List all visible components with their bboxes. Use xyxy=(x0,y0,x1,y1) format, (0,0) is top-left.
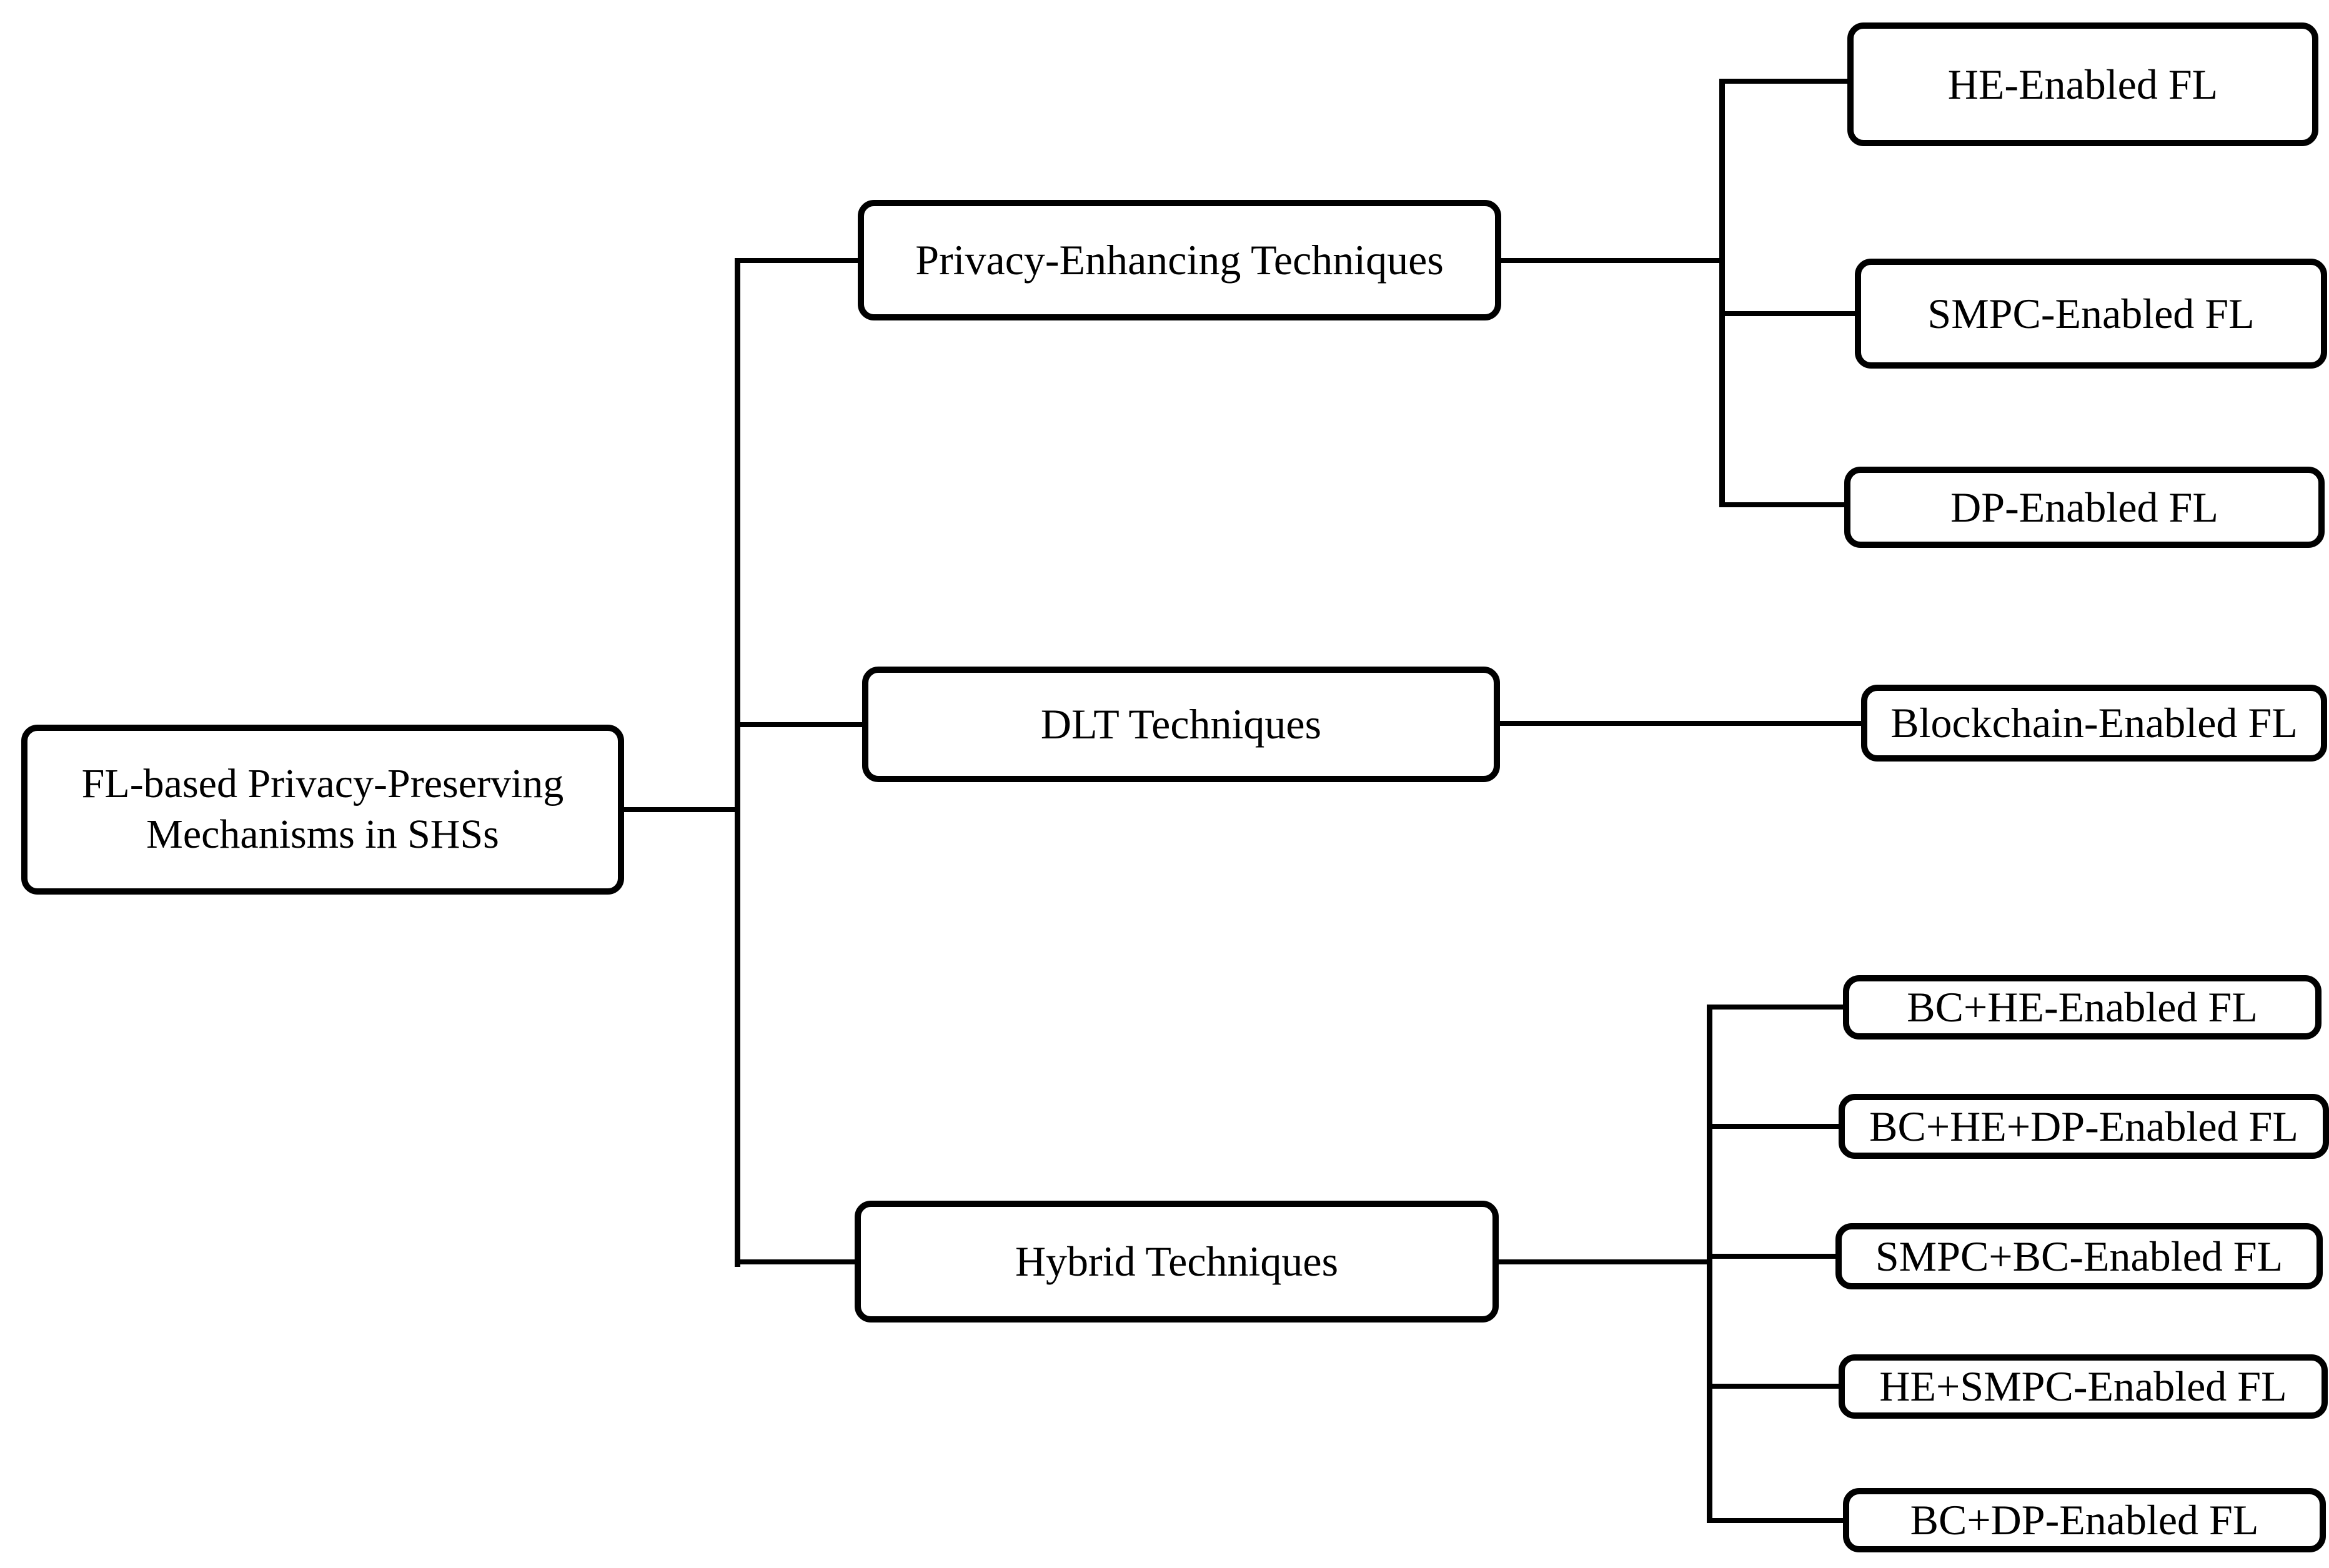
edge-to-he-enabled-fl xyxy=(1724,79,1849,84)
edge-to-smpc-enabled-fl xyxy=(1724,311,1856,316)
node-dlt-techniques: DLT Techniques xyxy=(862,667,1500,782)
node-he-smpc-enabled-fl: HE+SMPC-Enabled FL xyxy=(1839,1354,2328,1419)
edge-to-bc-he-enabled-fl xyxy=(1711,1005,1844,1010)
node-dp-enabled-fl: DP-Enabled FL xyxy=(1844,467,2325,548)
trunk-privacy-children xyxy=(1719,79,1725,507)
edge-dlt-to-blockchain xyxy=(1499,721,1862,726)
node-smpc-enabled-fl: SMPC-Enabled FL xyxy=(1855,259,2327,369)
node-hybrid-techniques: Hybrid Techniques xyxy=(855,1201,1499,1322)
edge-to-he-smpc-enabled-fl xyxy=(1711,1384,1840,1389)
edge-trunk-to-privacy xyxy=(739,258,859,263)
node-smpc-bc-enabled-fl: SMPC+BC-Enabled FL xyxy=(1835,1223,2323,1289)
edge-privacy-to-trunk xyxy=(1500,258,1724,263)
edge-to-bc-he-dp-enabled-fl xyxy=(1711,1124,1840,1129)
edge-trunk-to-hybrid xyxy=(739,1259,856,1264)
edge-to-bc-dp-enabled-fl xyxy=(1711,1518,1844,1523)
node-bc-dp-enabled-fl: BC+DP-Enabled FL xyxy=(1843,1488,2326,1552)
node-he-enabled-fl: HE-Enabled FL xyxy=(1847,22,2318,146)
trunk-hybrid-children xyxy=(1707,1005,1712,1523)
edge-to-smpc-bc-enabled-fl xyxy=(1711,1254,1837,1259)
edge-to-dp-enabled-fl xyxy=(1724,502,1845,507)
edge-root-to-trunk xyxy=(622,807,737,812)
node-bc-he-enabled-fl: BC+HE-Enabled FL xyxy=(1843,975,2322,1040)
edge-hybrid-to-trunk xyxy=(1497,1259,1711,1264)
node-bc-he-dp-enabled-fl: BC+HE+DP-Enabled FL xyxy=(1839,1094,2329,1159)
node-root-fl-based-privacy-preserving-mechanisms: FL-based Privacy-Preserving Mechanisms i… xyxy=(21,725,624,895)
edge-trunk-to-dlt xyxy=(739,722,863,727)
node-privacy-enhancing-techniques: Privacy-Enhancing Techniques xyxy=(858,200,1501,320)
trunk-level1 xyxy=(735,258,740,1267)
node-blockchain-enabled-fl: Blockchain-Enabled FL xyxy=(1861,685,2327,762)
